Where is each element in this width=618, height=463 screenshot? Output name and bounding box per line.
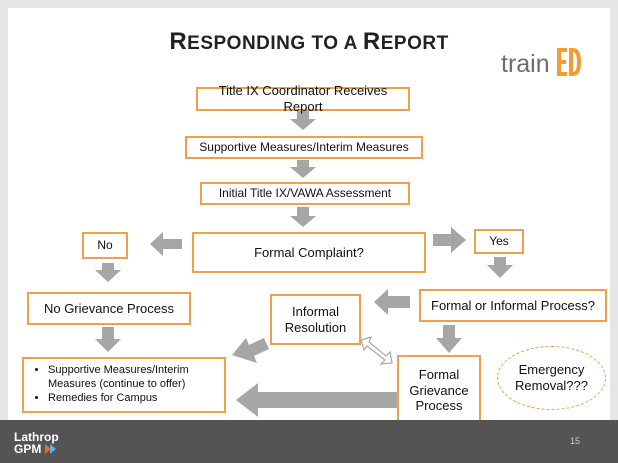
formal-or-informal-process-box: Formal or Informal Process?	[419, 289, 607, 322]
footer-bar: Lathrop GPM 15	[0, 420, 618, 463]
lathrop-gpm-logo: Lathrop GPM	[14, 431, 59, 455]
page-number: 15	[569, 436, 580, 446]
no-box: No	[82, 232, 128, 259]
title-initial-2: R	[362, 28, 381, 55]
arrow-left-informal-to-outcome	[232, 338, 269, 363]
lathrop-arrow-icon	[45, 444, 57, 454]
title-rest-2: EPORT	[380, 33, 449, 54]
title-initial-1: R	[169, 28, 188, 55]
arrow-down-2	[290, 160, 316, 178]
arrow-down-yes	[487, 257, 513, 278]
logo-ed-mark	[557, 48, 581, 76]
arrow-left-to-no-shape	[150, 232, 182, 256]
yes-box: Yes	[474, 229, 524, 254]
arrow-down-no-grievance	[95, 327, 121, 352]
formal-complaint-box: Formal Complaint?	[192, 232, 426, 273]
outcome-list: Supportive Measures/Interim Measures (co…	[34, 364, 224, 405]
lathrop-logo-line1: Lathrop	[14, 430, 59, 444]
arrow-right-to-yes	[433, 227, 466, 253]
arrow-down-1	[290, 111, 316, 130]
initial-assessment-box: Initial Title IX/VAWA Assessment	[200, 182, 410, 205]
arrow-down-formal	[436, 325, 462, 353]
arrow-down-no	[95, 263, 121, 282]
arrow-down-3	[290, 207, 316, 227]
slide-title: RESPONDING TO A REPORT	[0, 28, 618, 56]
informal-resolution-box: Informal Resolution	[270, 294, 361, 345]
arrow-double-informal-formal	[360, 336, 393, 365]
title-rest-1: ESPONDING TO A	[187, 33, 363, 54]
no-grievance-process-box: No Grievance Process	[27, 292, 191, 325]
logo-text-train: train	[501, 50, 550, 78]
coordinator-receives-report-box: Title IX Coordinator Receives Report	[196, 83, 410, 114]
outcome-item-remedies: Remedies for Campus	[48, 392, 224, 406]
lathrop-logo-line2: GPM	[14, 442, 42, 456]
arrow-left-grievance-to-outcome	[236, 383, 397, 417]
trained-logo: train ED	[499, 38, 581, 82]
outcome-box: Supportive Measures/Interim Measures (co…	[22, 357, 226, 413]
emergency-removal-ellipse: Emergency Removal???	[497, 346, 606, 410]
formal-grievance-process-box: Formal Grievance Process	[397, 355, 481, 426]
arrow-left-to-informal	[374, 289, 410, 315]
supportive-measures-box: Supportive Measures/Interim Measures	[185, 136, 423, 159]
outcome-item-supportive: Supportive Measures/Interim Measures (co…	[48, 364, 224, 392]
